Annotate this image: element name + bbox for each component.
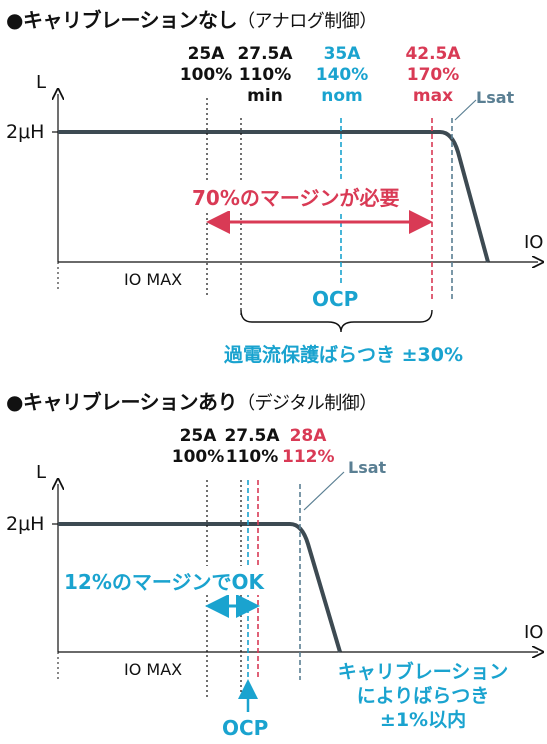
bottom-col-27a: 27.5A 110% xyxy=(222,426,282,468)
bottom-col-25a-pct: 100% xyxy=(171,447,225,467)
top-col-25a-current: 25A xyxy=(187,44,225,64)
bottom-col-25a-current: 25A xyxy=(179,426,217,446)
top-title-note: （アナログ制御） xyxy=(237,11,377,32)
top-col-35a-pct: 140% xyxy=(315,65,369,85)
top-y-axis-label: L xyxy=(36,72,47,93)
top-x-axis-label: IO xyxy=(524,232,544,253)
bottom-margin-text: 12%のマージンでOK xyxy=(62,566,266,595)
top-col-27a-current: 27.5A xyxy=(237,44,293,64)
top-col-27a: 27.5A 110% min xyxy=(232,44,298,107)
bottom-ocp-label: OCP xyxy=(222,716,269,740)
top-inductance-label: 2μH xyxy=(6,121,45,143)
bottom-lsat-leader xyxy=(303,471,345,511)
bottom-calib-line1: キャリブレーション xyxy=(337,661,509,683)
top-col-42a-current: 42.5A xyxy=(405,44,461,64)
top-col-25a-pct: 100% xyxy=(179,65,233,85)
bottom-col-27a-current: 27.5A xyxy=(224,426,280,446)
bottom-title-note: （デジタル制御） xyxy=(237,393,377,414)
top-col-42a-tag: max xyxy=(412,86,454,106)
top-ocp-label: OCP xyxy=(312,287,359,311)
bottom-iomax-label: IO MAX xyxy=(124,660,183,679)
top-section-title: ●キャリブレーションなし（アナログ制御） xyxy=(6,4,377,33)
top-variation-text: 過電流保護ばらつき ±30% xyxy=(224,344,464,366)
bottom-y-axis-label: L xyxy=(36,462,47,483)
bottom-col-27a-pct: 110% xyxy=(225,447,279,467)
bottom-chart xyxy=(52,471,538,712)
top-col-42a-pct: 170% xyxy=(406,65,460,85)
bottom-col-28a-current: 28A xyxy=(289,426,327,446)
bottom-col-28a: 28A 112% xyxy=(282,426,335,468)
top-lsat-label: Lsat xyxy=(476,88,515,107)
bottom-title-text: ●キャリブレーションあり xyxy=(6,390,238,414)
bottom-calib-line2: によりばらつき xyxy=(356,685,490,707)
top-col-35a: 35A 140% nom xyxy=(314,44,370,107)
bottom-col-28a-pct: 112% xyxy=(282,447,335,467)
bottom-col-25a: 25A 100% xyxy=(168,426,228,468)
top-col-42a: 42.5A 170% max xyxy=(400,44,466,107)
bottom-calib-line3: ±1%以内 xyxy=(379,709,467,731)
top-col-25a: 25A 100% xyxy=(176,44,236,86)
top-iomax-label: IO MAX xyxy=(124,270,183,289)
top-col-35a-current: 35A xyxy=(323,44,361,64)
top-ocp-brace xyxy=(240,309,433,333)
bottom-section-title: ●キャリブレーションあり（デジタル制御） xyxy=(6,386,377,415)
top-lsat-leader xyxy=(454,99,477,121)
top-col-35a-tag: nom xyxy=(321,86,363,106)
bottom-lsat-label: Lsat xyxy=(348,458,387,477)
top-chart xyxy=(52,94,538,333)
bottom-calibration-note: キャリブレーション によりばらつき ±1%以内 xyxy=(318,660,528,732)
top-title-text: ●キャリブレーションなし xyxy=(6,8,238,32)
top-col-27a-tag: min xyxy=(247,86,283,106)
bottom-x-axis-label: IO xyxy=(524,622,544,643)
bottom-inductance-label: 2μH xyxy=(6,513,45,535)
top-margin-text: 70%のマージンが必要 xyxy=(190,182,402,211)
top-col-27a-pct: 110% xyxy=(238,65,292,85)
top-inductance-curve xyxy=(58,130,490,263)
